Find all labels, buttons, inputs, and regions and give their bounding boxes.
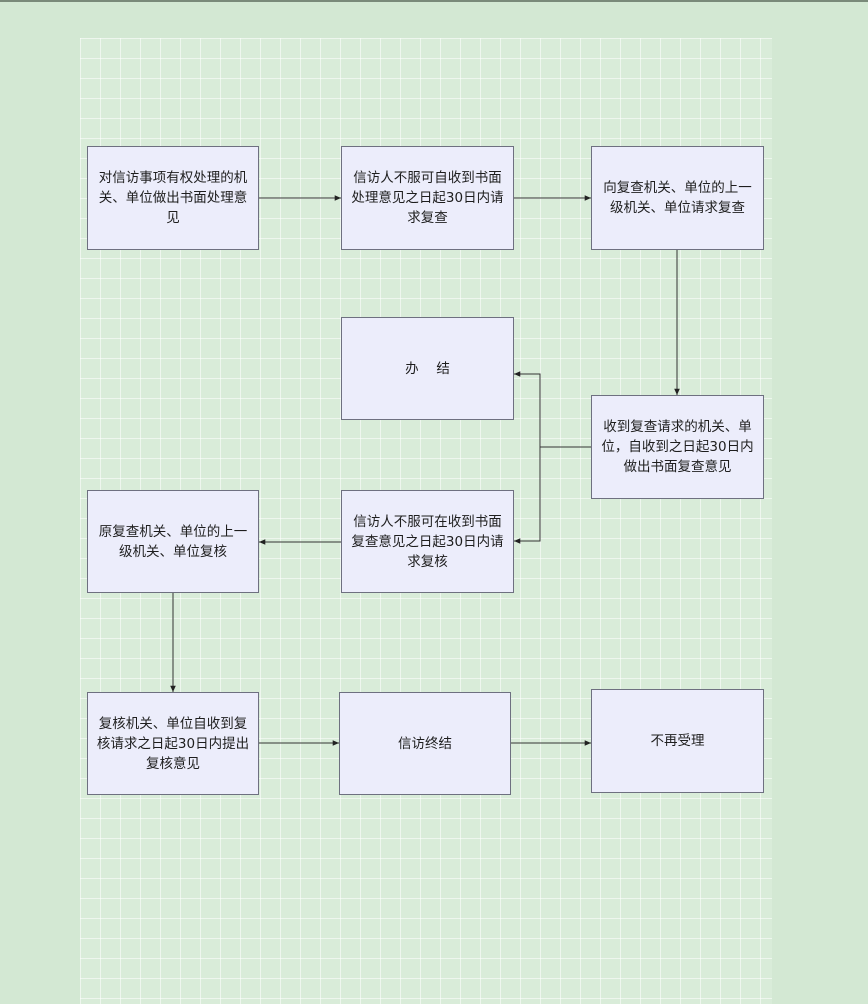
step-recheck-opinion: 复核机关、单位自收到复核请求之日起30日内提出复核意见 bbox=[87, 692, 259, 795]
step-request-review: 信访人不服可自收到书面处理意见之日起30日内请求复查 bbox=[341, 146, 514, 250]
step-case-closed: 办 结 bbox=[341, 317, 514, 420]
step-no-longer-accepted: 不再受理 bbox=[591, 689, 764, 793]
step-written-review-opinion: 收到复查请求的机关、单位，自收到之日起30日内做出书面复查意见 bbox=[591, 395, 764, 499]
edge-n5-n4 bbox=[514, 371, 591, 448]
edge-n5-n7 bbox=[514, 447, 541, 544]
node-label: 信访终结 bbox=[398, 735, 452, 752]
step-request-recheck: 信访人不服可在收到书面复查意见之日起30日内请求复核 bbox=[341, 490, 514, 593]
node-label: 复核机关、单位自收到复核请求之日起30日内提出复核意见 bbox=[96, 715, 250, 772]
node-label: 办 结 bbox=[405, 360, 450, 377]
node-label: 信访人不服可在收到书面复查意见之日起30日内请求复核 bbox=[351, 513, 504, 570]
node-label: 对信访事项有权处理的机关、单位做出书面处理意见 bbox=[98, 170, 248, 226]
step-apply-superior-review: 向复查机关、单位的上一级机关、单位请求复查 bbox=[591, 146, 764, 250]
node-label: 向复查机关、单位的上一级机关、单位请求复查 bbox=[603, 180, 752, 216]
window-top-border bbox=[0, 0, 868, 2]
node-label: 信访人不服可自收到书面处理意见之日起30日内请求复查 bbox=[351, 170, 504, 226]
node-label: 原复查机关、单位的上一级机关、单位复核 bbox=[98, 523, 248, 560]
step-written-handling-opinion: 对信访事项有权处理的机关、单位做出书面处理意见 bbox=[87, 146, 259, 250]
node-label: 收到复查请求的机关、单位，自收到之日起30日内做出书面复查意见 bbox=[601, 419, 754, 475]
step-superior-recheck: 原复查机关、单位的上一级机关、单位复核 bbox=[87, 490, 259, 593]
node-label: 不再受理 bbox=[650, 733, 705, 749]
step-petition-terminated: 信访终结 bbox=[339, 692, 511, 795]
